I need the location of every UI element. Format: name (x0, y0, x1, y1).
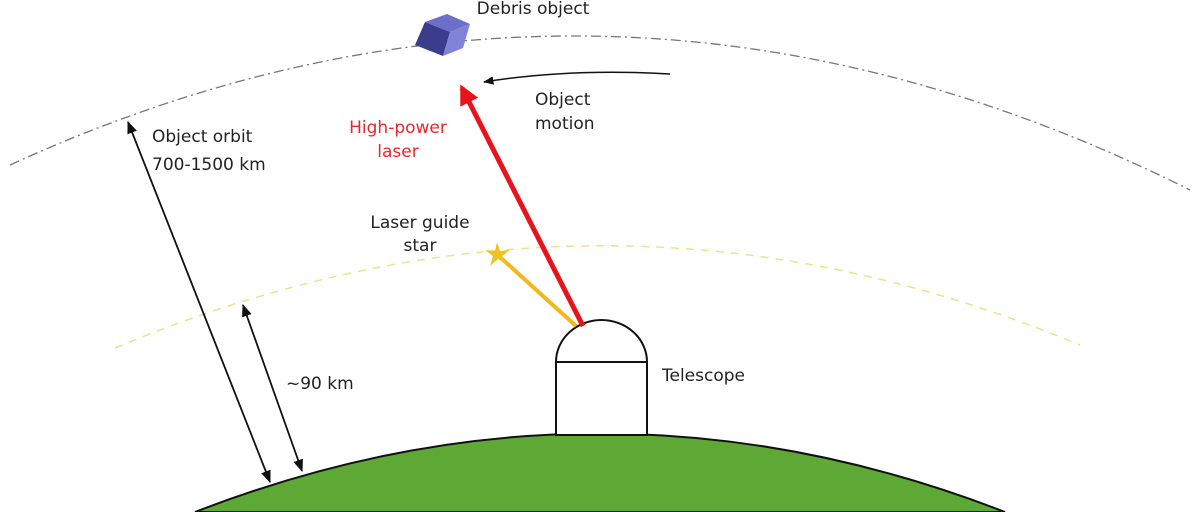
altitude-label: ~90 km (286, 374, 354, 394)
guide-star-beam (498, 255, 578, 328)
guide-star-label: Laser guide (370, 213, 469, 233)
orbit-path (9, 35, 1191, 191)
earth-surface (194, 432, 1006, 512)
atmosphere-altitude-arrow (242, 303, 303, 473)
orbit-range-label: 700-1500 km (152, 155, 266, 175)
object-motion-arrow (482, 71, 671, 85)
high-power-laser-beam (459, 84, 586, 328)
orbit-label: Object orbit (152, 127, 253, 147)
debris-label: Debris object (477, 0, 590, 19)
motion-label: Object (535, 90, 591, 110)
orbit-altitude-arrow (127, 120, 271, 484)
guide-star-icon (485, 242, 510, 266)
telescope-label: Telescope (661, 366, 745, 386)
motion-label-2: motion (535, 114, 595, 134)
laser-label: High-power (349, 118, 447, 138)
laser-label-2: laser (377, 142, 418, 162)
guide-star-label-2: star (404, 236, 437, 256)
telescope (554, 319, 649, 436)
debris-object-icon (415, 14, 470, 56)
